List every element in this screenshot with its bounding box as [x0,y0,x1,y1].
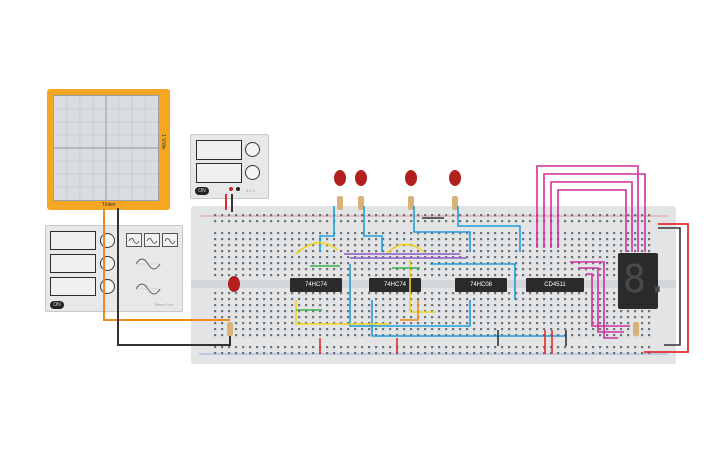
wire-green-group [296,265,420,311]
chip-74hc08[interactable]: 74HC08 [455,278,507,292]
psu-negative-terminal[interactable] [236,187,240,191]
wire-orange-probe [103,208,230,321]
voltage-display [196,140,242,160]
offset-display [50,277,96,296]
oscilloscope[interactable]: 1 V/div Tinker [47,89,170,210]
chip-cd4511[interactable]: CD4511 [526,278,584,292]
led-1 [334,170,346,186]
resistor-probe [227,322,233,336]
current-display [196,163,242,183]
resistor-group [337,196,639,336]
wire-red-jumpers [319,330,553,354]
wire-yellow-group [295,242,436,325]
scope-brand: Tinker [102,202,116,208]
seven-segment-display[interactable]: 8. [618,253,669,309]
fgen-label: Tinker Fun [154,302,173,307]
offset-wave-icon [135,283,162,295]
chip-74hc74-2[interactable]: 74HC74 [369,278,421,292]
psu-positive-terminal[interactable] [229,187,233,191]
power-supply[interactable]: ON 5.0 V [190,134,269,199]
current-knob[interactable] [245,165,260,180]
triangle-wave-button[interactable] [162,233,178,247]
function-generator[interactable]: ON Tinker Fun [45,225,183,312]
chip-74hc74-1[interactable]: 74HC74 [290,278,342,292]
psu-label: 5.0 V [246,188,256,193]
led-2 [355,170,367,186]
voltage-knob[interactable] [245,142,260,157]
amplitude-display [50,254,96,273]
sine-wave-icon [135,258,162,270]
scope-scale-label: 1 V/div [160,134,166,150]
wire-black-probe [117,208,231,346]
sine-wave-button[interactable] [126,233,142,247]
square-wave-button[interactable] [144,233,160,247]
led-3 [405,170,417,186]
wire-orange-internal [400,300,419,321]
display-digit: 8. [623,257,669,301]
wire-black-display [658,227,681,346]
wire-red-display [644,223,689,353]
oscilloscope-screen [53,95,159,201]
frequency-display [50,231,96,250]
psu-power-button[interactable]: ON [195,187,209,195]
wire-pink-group [536,165,646,339]
wire-purple-group [344,253,466,259]
fgen-power-button[interactable]: ON [50,301,64,309]
led-group [228,170,461,292]
oscilloscope-grid [54,96,158,200]
wire-black-jumpers [422,217,567,346]
wire-blue-group [319,206,566,337]
led-4 [449,170,461,186]
led-5 [228,276,240,292]
